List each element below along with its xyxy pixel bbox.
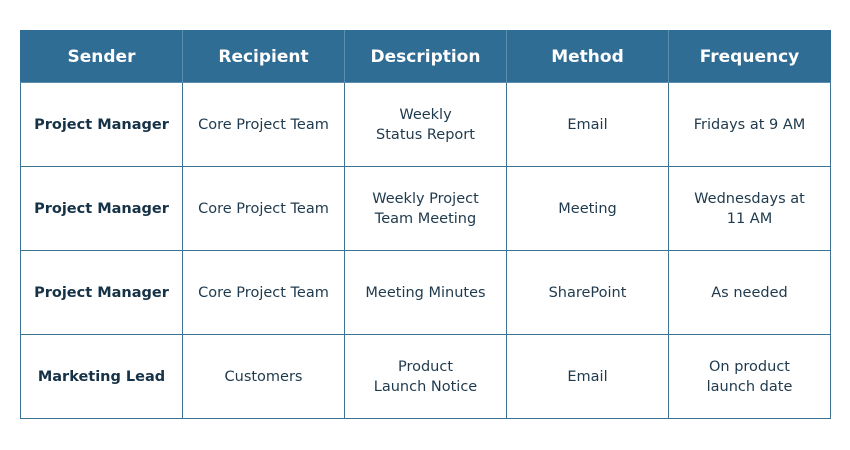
- cell-description: Product Launch Notice: [344, 334, 507, 419]
- cell-recipient: Customers: [182, 334, 345, 419]
- cell-sender: Marketing Lead: [20, 334, 183, 419]
- cell-sender: Project Manager: [20, 250, 183, 335]
- header-sender: Sender: [20, 30, 183, 83]
- header-description: Description: [344, 30, 507, 83]
- cell-sender: Project Manager: [20, 82, 183, 167]
- cell-description: Weekly Project Team Meeting: [344, 166, 507, 251]
- header-method: Method: [506, 30, 669, 83]
- cell-frequency: As needed: [668, 250, 831, 335]
- cell-frequency: Wednesdays at 11 AM: [668, 166, 831, 251]
- cell-recipient: Core Project Team: [182, 250, 345, 335]
- cell-frequency: On product launch date: [668, 334, 831, 419]
- cell-description: Weekly Status Report: [344, 82, 507, 167]
- cell-method: Email: [506, 82, 669, 167]
- table-row: Project Manager Core Project Team Meetin…: [20, 250, 831, 335]
- cell-recipient: Core Project Team: [182, 166, 345, 251]
- cell-method: SharePoint: [506, 250, 669, 335]
- header-frequency: Frequency: [668, 30, 831, 83]
- cell-method: Email: [506, 334, 669, 419]
- cell-description: Meeting Minutes: [344, 250, 507, 335]
- header-recipient: Recipient: [182, 30, 345, 83]
- table-row: Project Manager Core Project Team Weekly…: [20, 166, 831, 251]
- cell-frequency: Fridays at 9 AM: [668, 82, 831, 167]
- table-row: Project Manager Core Project Team Weekly…: [20, 82, 831, 167]
- cell-recipient: Core Project Team: [182, 82, 345, 167]
- communication-plan-table: Sender Recipient Description Method Freq…: [20, 30, 831, 419]
- table-row: Marketing Lead Customers Product Launch …: [20, 334, 831, 419]
- cell-sender: Project Manager: [20, 166, 183, 251]
- cell-method: Meeting: [506, 166, 669, 251]
- table-header-row: Sender Recipient Description Method Freq…: [20, 30, 831, 83]
